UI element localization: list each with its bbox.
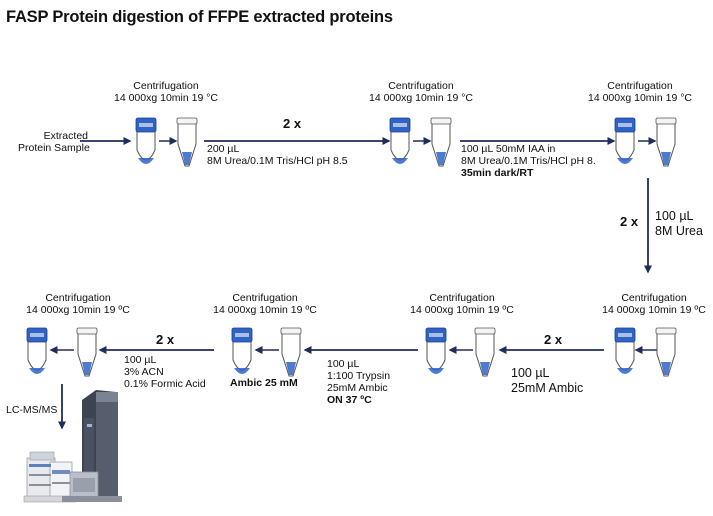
centrifugation-conditions: 14 000xg 10min 19 °C — [113, 92, 219, 104]
repeat-label-step4: 2 x — [544, 332, 563, 347]
centrifugation-title: Centrifugation — [607, 80, 673, 92]
centrifugation-label-6: Centrifugation 14 000xg 10min 19 ºC — [213, 292, 317, 316]
page-title: FASP Protein digestion of FFPE extracted… — [6, 8, 393, 26]
repeat-label-step3: 2 x — [620, 214, 639, 229]
centrifugation-title: Centrifugation — [621, 292, 687, 304]
step6-reagent: 100 µL 3% ACN 0.1% Formic Acid — [124, 354, 206, 390]
step2-reagent: 100 µL 50mM IAA in 8M Urea/0.1M Tris/HCl… — [461, 143, 596, 179]
step5-line: ON 37 ºC — [327, 394, 372, 406]
filter-tube-icon — [614, 327, 636, 374]
step5-line: 25mM Ambic — [327, 382, 388, 394]
centrifugation-conditions: 14 000xg 10min 19 ºC — [26, 304, 130, 316]
filter-tube-icon — [425, 327, 447, 374]
step3-reagent: 100 µL 8M Urea — [655, 209, 703, 239]
collection-tube-icon — [76, 327, 98, 377]
step4-reagent: 100 µL 25mM Ambic — [511, 366, 583, 396]
centrifugation-conditions: 14 000xg 10min 19 ºC — [213, 304, 317, 316]
centrifugation-title: Centrifugation — [388, 80, 454, 92]
step3-line: 8M Urea — [655, 224, 703, 238]
centrifugation-title: Centrifugation — [45, 292, 111, 304]
step6-line: 0.1% Formic Acid — [124, 378, 206, 390]
collection-tube-icon — [430, 117, 452, 167]
centrifugation-conditions: 14 000xg 10min 19 ºC — [410, 304, 514, 316]
centrifugation-title: Centrifugation — [232, 292, 298, 304]
filter-tube-icon — [389, 117, 411, 164]
repeat-label-step1: 2 x — [283, 116, 302, 131]
collection-tube-icon — [474, 327, 496, 377]
source-label-line: Extracted — [43, 130, 88, 142]
step1-line: 8M Urea/0.1M Tris/HCl pH 8.5 — [207, 155, 348, 167]
step5-side-label: Ambic 25 mM — [230, 377, 298, 389]
centrifugation-conditions: 14 000xg 10min 19 °C — [587, 92, 693, 104]
step5-line: 100 µL — [327, 358, 360, 370]
centrifugation-title: Centrifugation — [429, 292, 495, 304]
step3-line: 100 µL — [655, 209, 694, 223]
step2-line: 100 µL 50mM IAA in — [461, 143, 556, 155]
centrifugation-conditions: 14 000xg 10min 19 ºC — [602, 304, 706, 316]
mass-spectrometer-icon — [62, 390, 122, 502]
centrifugation-label-1: Centrifugation 14 000xg 10min 19 °C — [114, 80, 218, 104]
lc-ms-instrument — [23, 390, 122, 503]
step5-reagent: 100 µL 1:100 Trypsin 25mM Ambic ON 37 ºC — [327, 358, 390, 406]
source-label: Extracted Protein Sample — [18, 130, 90, 154]
centrifugation-label-7: Centrifugation 14 000xg 10min 19 ºC — [26, 292, 130, 316]
step5-line: 1:100 Trypsin — [327, 370, 391, 382]
collection-tube-icon — [280, 327, 302, 377]
step1-reagent: 200 µL 8M Urea/0.1M Tris/HCl pH 8.5 — [207, 143, 348, 167]
step2-line: 35min dark/RT — [461, 167, 534, 179]
step1-line: 200 µL — [207, 143, 240, 155]
step6-line: 3% ACN — [124, 366, 164, 378]
step4-line: 100 µL — [511, 366, 550, 380]
centrifugation-label-3: Centrifugation 14 000xg 10min 19 °C — [588, 80, 692, 104]
hplc-stack-icon — [23, 451, 77, 503]
filter-tube-icon — [231, 327, 253, 374]
collection-tube-icon — [655, 117, 677, 167]
centrifugation-conditions: 14 000xg 10min 19 °C — [368, 92, 474, 104]
filter-tube-icon — [135, 117, 157, 164]
filter-tube-icon — [26, 327, 48, 374]
repeat-label-step6: 2 x — [156, 332, 175, 347]
centrifugation-label-5: Centrifugation 14 000xg 10min 19 ºC — [410, 292, 514, 316]
source-label-line: Protein Sample — [18, 142, 90, 154]
step4-line: 25mM Ambic — [511, 381, 584, 395]
centrifugation-title: Centrifugation — [133, 80, 199, 92]
filter-tube-icon — [614, 117, 636, 164]
collection-tube-icon — [176, 117, 198, 167]
collection-tube-icon — [655, 327, 677, 377]
lcms-label: LC-MS/MS — [6, 404, 58, 416]
centrifugation-label-4: Centrifugation 14 000xg 10min 19 ºC — [602, 292, 706, 316]
centrifugation-label-2: Centrifugation 14 000xg 10min 19 °C — [369, 80, 473, 104]
step6-line: 100 µL — [124, 354, 157, 366]
step2-line: 8M Urea/0.1M Tris/HCl pH 8. — [461, 155, 596, 167]
